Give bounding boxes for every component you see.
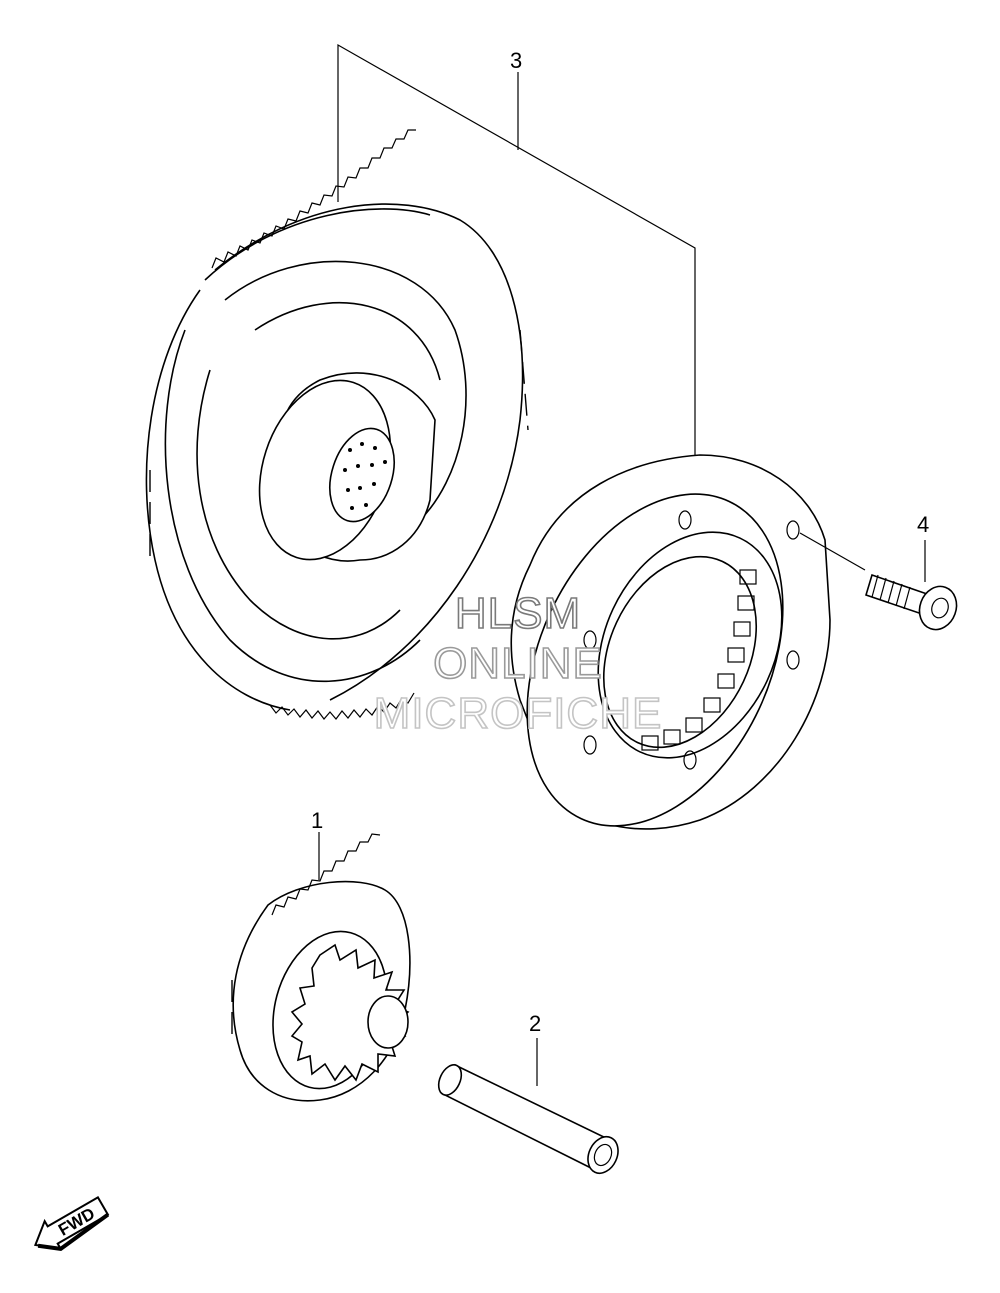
fwd-arrow: FWD bbox=[33, 1195, 110, 1251]
gear-teeth-upper bbox=[211, 129, 416, 269]
hub-spline-dots bbox=[343, 442, 387, 510]
part-4-bolt bbox=[865, 540, 958, 631]
gear-teeth-lower bbox=[269, 692, 415, 720]
watermark: HLSM ONLINE MICROFICHE bbox=[373, 588, 663, 739]
watermark-line-2: ONLINE bbox=[433, 639, 603, 688]
callout-2: 2 bbox=[529, 1011, 541, 1036]
watermark-line-3: MICROFICHE bbox=[374, 689, 663, 738]
callout-3: 3 bbox=[510, 48, 522, 73]
part-2-shaft bbox=[437, 1038, 619, 1175]
idle-gear-teeth bbox=[271, 833, 381, 916]
callout-1: 1 bbox=[311, 808, 323, 833]
watermark-line-1: HLSM bbox=[455, 589, 581, 638]
part-1-idle-gear bbox=[231, 832, 411, 1102]
clutch-rollers bbox=[641, 569, 757, 751]
starter-clutch-housing bbox=[510, 454, 866, 830]
part-3-starter-driven-gear bbox=[145, 43, 696, 720]
callout-4: 4 bbox=[917, 512, 929, 537]
